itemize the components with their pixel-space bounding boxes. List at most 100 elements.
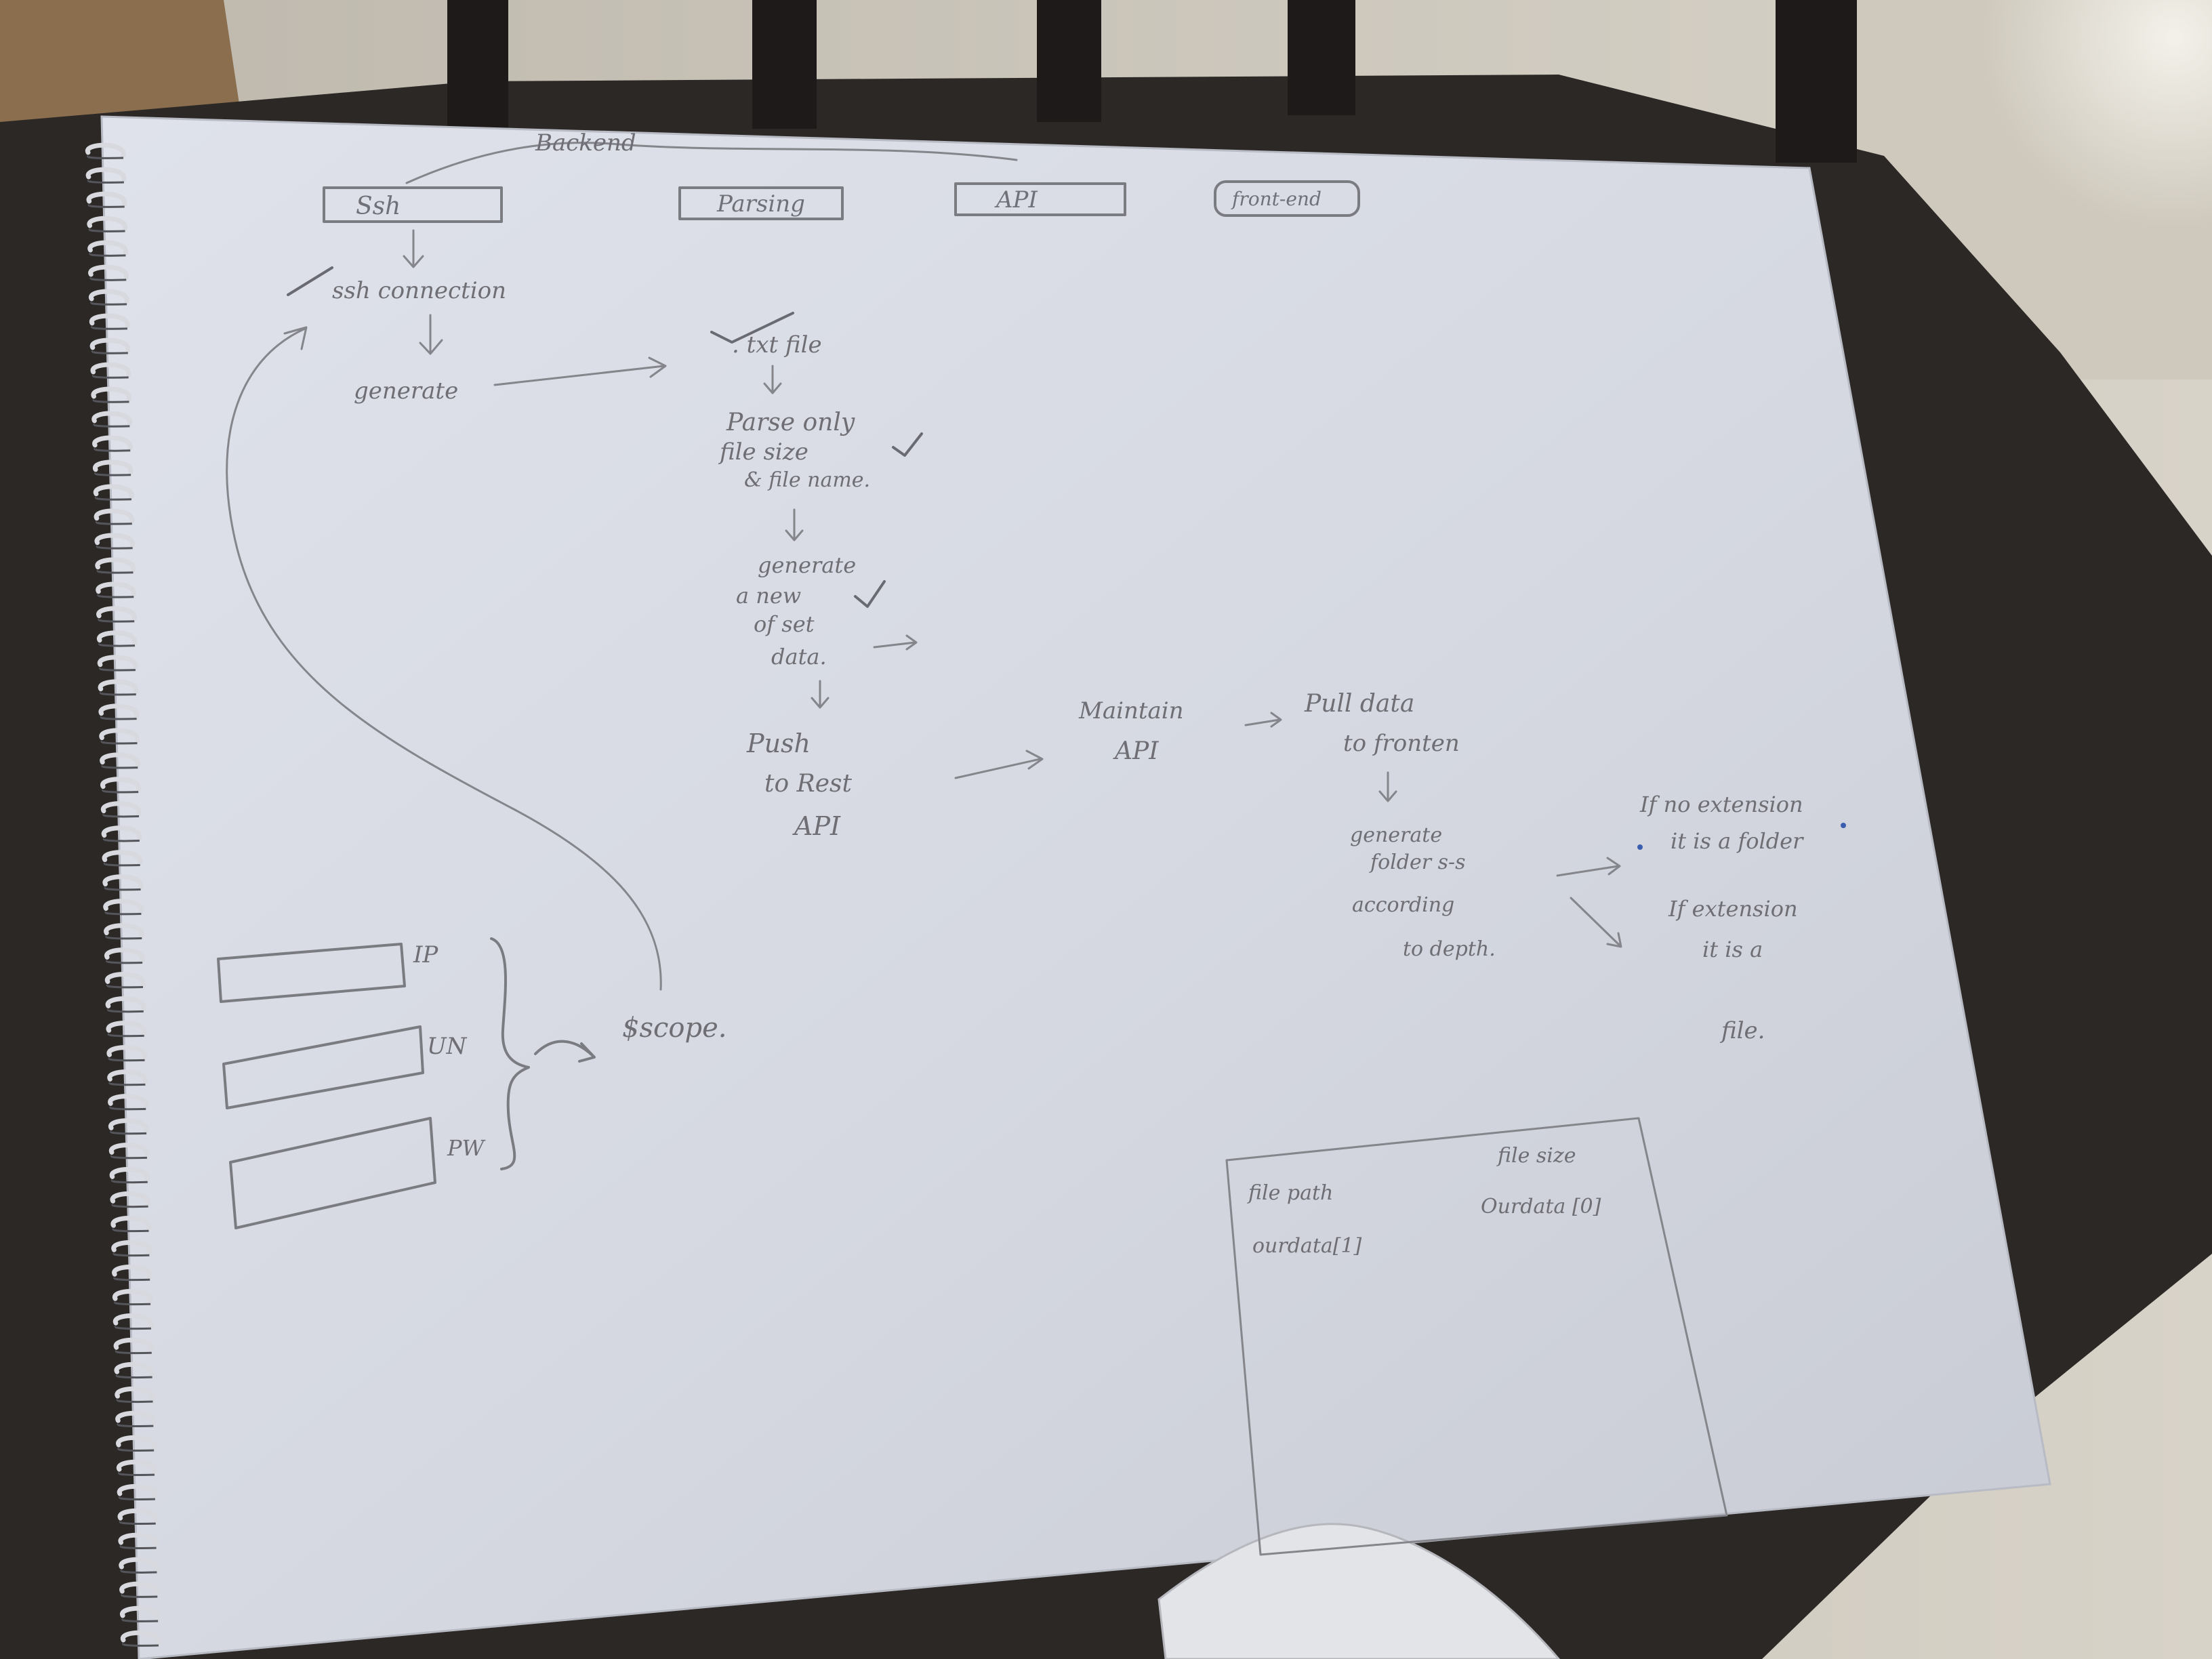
- spiral-coil-shadow: [93, 423, 130, 428]
- spiral-coil-shadow: [97, 594, 134, 598]
- ip-input-sketch: [217, 943, 406, 1003]
- spiral-coil-shadow: [89, 228, 125, 232]
- spiral-coil: [89, 313, 130, 329]
- spiral-coil: [115, 1410, 156, 1426]
- spiral-coil: [116, 1435, 157, 1450]
- spiral-coil: [106, 1021, 147, 1036]
- spiral-coil-shadow: [102, 813, 140, 818]
- spiral-coil-shadow: [92, 374, 129, 379]
- arrow-down-icon: [403, 229, 424, 268]
- un-input-sketch: [222, 1025, 424, 1109]
- table-header-file-size: file size: [1496, 1144, 1576, 1168]
- parse-only-line-2: file size: [718, 438, 808, 466]
- ssh-connection-label: ssh connection: [332, 277, 506, 304]
- spiral-coil: [89, 337, 131, 353]
- spiral-coil: [95, 557, 136, 573]
- checkmark-icon: [287, 266, 333, 296]
- arrow-down-icon: [419, 314, 443, 355]
- notebook-page: [100, 115, 2051, 1659]
- scope-label: $scope.: [622, 1012, 726, 1044]
- spiral-coil: [93, 484, 134, 499]
- spiral-coil: [108, 1094, 148, 1109]
- spiral-coil-shadow: [115, 1349, 152, 1355]
- spiral-coil-shadow: [120, 1544, 157, 1549]
- spiral-coil-shadow: [100, 716, 137, 720]
- spiral-coil-shadow: [119, 1496, 155, 1500]
- txt-file-label: . txt file: [732, 331, 822, 359]
- checkmark-icon: [892, 432, 923, 457]
- spiral-coil-shadow: [103, 838, 140, 842]
- arrow-down-icon: [1378, 771, 1397, 802]
- spiral-coil-shadow: [108, 1057, 145, 1062]
- folder-gen-line-3: according: [1352, 893, 1454, 917]
- spiral-coil: [118, 1532, 159, 1548]
- spiral-coil-shadow: [89, 276, 127, 281]
- folder-gen-line-4: to depth.: [1403, 937, 1496, 961]
- spiral-coil-shadow: [115, 1325, 151, 1330]
- curved-arrow-icon: [534, 1040, 596, 1063]
- spiral-coil: [119, 1557, 159, 1572]
- spiral-coil-shadow: [108, 1081, 146, 1086]
- spiral-coil: [104, 972, 146, 987]
- arrow-right-icon: [1556, 857, 1621, 877]
- spiral-coil: [107, 1069, 148, 1084]
- spiral-coil: [108, 1143, 150, 1158]
- box-ssh-label: Ssh: [356, 192, 401, 220]
- spiral-coil: [85, 167, 127, 182]
- folder-gen-line-2: folder s-s: [1369, 851, 1466, 874]
- pw-input-sketch: [229, 1117, 436, 1229]
- box-parsing: [678, 186, 844, 220]
- spiral-coil-shadow: [116, 1374, 152, 1379]
- chair-spindle: [1776, 0, 1857, 163]
- chair-spindle: [447, 0, 508, 142]
- box-api-label: API: [994, 186, 1038, 213]
- spiral-coil-shadow: [112, 1203, 148, 1208]
- spiral-coil: [117, 1459, 157, 1475]
- checkmark-icon: [854, 580, 886, 608]
- table-cell-file-path: ourdata[1]: [1252, 1234, 1362, 1258]
- spiral-coil-shadow: [99, 667, 136, 672]
- spiral-coil: [117, 1483, 158, 1499]
- spiral-coil-shadow: [110, 1130, 147, 1135]
- spiral-coil-shadow: [122, 1642, 159, 1647]
- spiral-coil: [96, 606, 137, 621]
- spiral-coil-shadow: [100, 691, 136, 696]
- spiral-coil: [120, 1605, 161, 1621]
- spiral-coil: [87, 240, 128, 255]
- spiral-coil: [109, 1167, 150, 1182]
- rule-file-line-2: it is a: [1702, 937, 1763, 962]
- push-line-3: API: [792, 811, 841, 841]
- spiral-coil: [92, 435, 133, 451]
- spiral-coil: [93, 459, 134, 475]
- grouping-brace: [490, 937, 530, 1170]
- spiral-coil-shadow: [109, 1105, 146, 1111]
- spiral-coil: [88, 264, 129, 280]
- maintain-line-1: Maintain: [1078, 697, 1184, 724]
- chair-spindle: [1288, 0, 1355, 115]
- spiral-coil: [97, 630, 138, 646]
- arrow-right-icon: [1244, 712, 1282, 728]
- spiral-coil-shadow: [94, 472, 131, 476]
- arrow-diagonal-icon: [1570, 897, 1622, 948]
- spiral-coil-shadow: [91, 350, 128, 354]
- arrow-right-icon: [954, 750, 1044, 779]
- spiral-coil-shadow: [93, 398, 129, 403]
- backend-brace: [405, 142, 1018, 184]
- spiral-coil-shadow: [101, 764, 138, 769]
- generate-line-4: data.: [771, 644, 827, 670]
- spiral-coil: [98, 679, 139, 695]
- pull-data-line-2: to fronten: [1343, 730, 1460, 757]
- spiral-coil: [106, 1045, 148, 1060]
- spiral-coil-shadow: [98, 642, 136, 647]
- spiral-coil-shadow: [100, 740, 138, 745]
- spiral-coil: [112, 1289, 153, 1304]
- spiral-coil: [85, 142, 126, 158]
- spiral-coil-shadow: [121, 1618, 159, 1622]
- spiral-coil: [115, 1386, 155, 1401]
- spiral-coil: [91, 411, 132, 426]
- table-header-file-path: file path: [1247, 1181, 1333, 1205]
- spiral-coil: [90, 362, 131, 377]
- spiral-coil-shadow: [87, 155, 124, 159]
- spiral-coil: [102, 874, 144, 890]
